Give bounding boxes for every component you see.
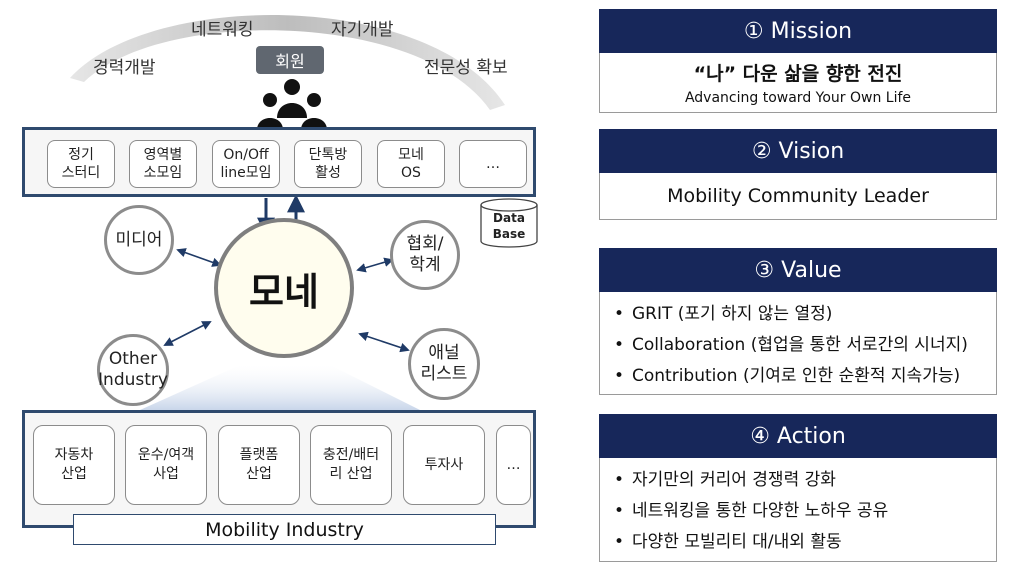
- activity-regular-study: 정기 스터디: [47, 140, 115, 188]
- people-group-icon: [257, 79, 327, 130]
- benefit-expertise: 전문성 확보: [424, 58, 508, 78]
- activity-small-groups: 영역별 소모임: [129, 140, 197, 188]
- activity-mone-os: 모네 OS: [377, 140, 445, 188]
- mone-hub: 모네: [214, 218, 354, 358]
- value-header: ③ Value: [599, 248, 997, 292]
- industry-automotive: 자동차 산업: [33, 425, 115, 505]
- industry-investor: 투자사: [403, 425, 485, 505]
- action-header: ④ Action: [599, 414, 997, 458]
- value-item: Contribution (기여로 인한 순환적 지속가능): [614, 361, 996, 392]
- action-item: 자기만의 커리어 경쟁력 강화: [614, 465, 996, 496]
- industry-platform: 플랫폼 산업: [218, 425, 300, 505]
- satellite-association: 협회/ 학계: [390, 220, 460, 290]
- value-item: GRIT (포기 하지 않는 열정): [614, 299, 996, 330]
- industry-more: …: [496, 425, 531, 505]
- activity-group-chat: 단톡방 활성: [294, 140, 362, 188]
- database-label: Data Base: [492, 211, 526, 241]
- activity-more: …: [459, 140, 527, 188]
- value-body: GRIT (포기 하지 않는 열정) Collaboration (협업을 통한…: [599, 292, 997, 395]
- diagram-connectors: [70, 15, 505, 410]
- mission-subtitle: Advancing toward Your Own Life: [684, 90, 912, 106]
- benefit-career: 경력개발: [93, 58, 156, 78]
- mission-header: ① Mission: [599, 9, 997, 53]
- mission-body: “나” 다운 삶을 향한 전진 Advancing toward Your Ow…: [599, 53, 997, 113]
- action-item: 네트워킹을 통한 다양한 노하우 공유: [614, 496, 996, 527]
- activity-online-offline: On/Off line모임: [212, 140, 280, 188]
- member-badge: 회원: [256, 46, 324, 74]
- benefit-self-development: 자기개발: [331, 20, 394, 40]
- vision-title: Mobility Community Leader: [599, 173, 997, 220]
- satellite-media: 미디어: [104, 205, 174, 275]
- action-body: 자기만의 커리어 경쟁력 강화 네트워킹을 통한 다양한 노하우 공유 다양한 …: [599, 458, 997, 562]
- satellite-analyst: 애널 리스트: [408, 328, 480, 400]
- benefit-arc: [70, 15, 505, 110]
- industry-charging-battery: 충전/배터 리 산업: [310, 425, 392, 505]
- value-item: Collaboration (협업을 통한 서로간의 시너지): [614, 330, 996, 361]
- industry-beam: [140, 365, 420, 410]
- action-item: 다양한 모빌리티 대/내외 활동: [614, 527, 996, 558]
- database-icon: [480, 198, 538, 248]
- industry-transport: 운수/여객 사업: [125, 425, 207, 505]
- mobility-industry-label: Mobility Industry: [73, 514, 496, 545]
- mission-title: “나” 다운 삶을 향한 전진: [693, 63, 903, 85]
- satellite-other-industry: Other Industry: [97, 334, 169, 406]
- vision-header: ② Vision: [599, 129, 997, 173]
- benefit-networking: 네트워킹: [191, 20, 254, 40]
